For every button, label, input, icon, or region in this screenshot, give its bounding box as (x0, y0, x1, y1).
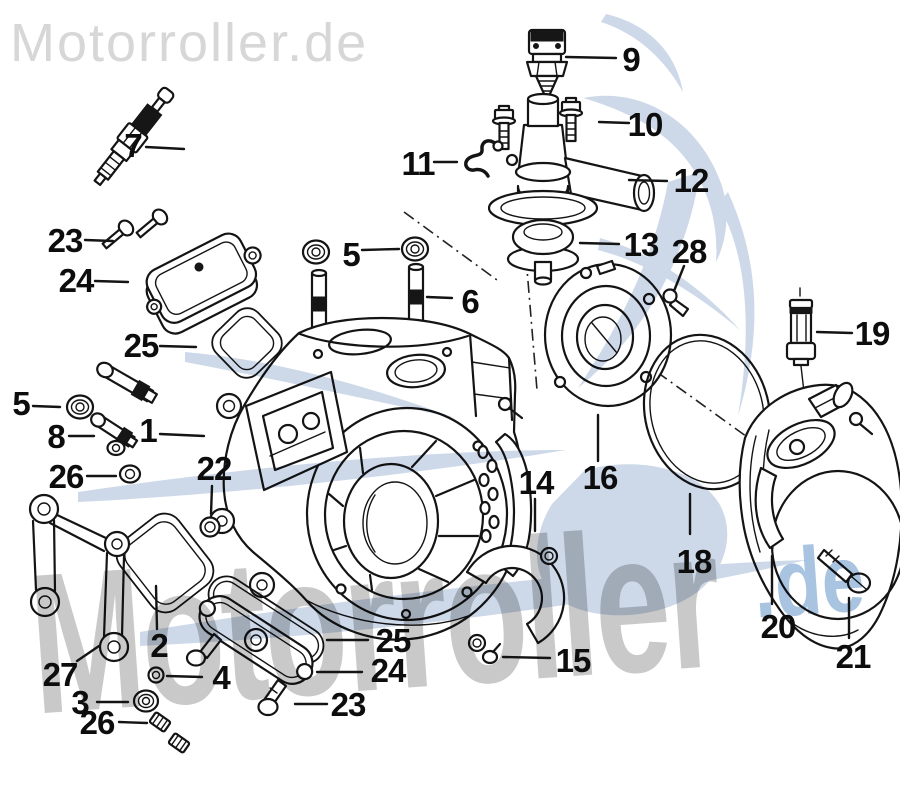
leader-line-23-7 (83, 238, 115, 243)
dowels-26-lower (148, 711, 191, 754)
wire-clamp (464, 139, 504, 178)
leader-line-25-9 (158, 344, 198, 349)
bolt-pair-23-top (101, 208, 169, 250)
leader-line-22-17 (209, 484, 214, 516)
leader-line-24-8 (93, 279, 130, 284)
seal-ring-22 (199, 516, 221, 538)
leader-line-6-11 (425, 295, 454, 300)
leader-line-1-15 (158, 432, 206, 438)
leader-line-4-23 (165, 674, 204, 679)
leader-line-10-2 (597, 120, 631, 125)
leader-line-2-22 (154, 584, 159, 631)
leader-line-27-21 (75, 644, 101, 663)
spark-plug (93, 86, 175, 186)
thermostat (506, 218, 580, 286)
leader-line-7-0 (144, 145, 186, 151)
valve-cover (145, 232, 262, 335)
nut-3 (132, 689, 160, 713)
bolt-pair-10 (491, 96, 584, 151)
leader-line-9-1 (564, 55, 618, 60)
stud-bolts-8 (90, 361, 158, 449)
leader-line-13-5 (578, 241, 621, 246)
washer-4 (147, 666, 165, 684)
leader-line-28-6 (672, 264, 686, 293)
flange-nuts-5 (65, 236, 430, 420)
mount-bracket (28, 493, 131, 663)
bolt-21 (816, 548, 872, 594)
temp-sensor (525, 28, 569, 98)
leader-line-5-13 (31, 404, 62, 409)
leader-line-12-4 (627, 178, 669, 183)
leader-line-15-29 (501, 655, 552, 660)
leader-line-26-25 (117, 720, 149, 725)
leader-line-5-10 (360, 247, 401, 252)
leader-line-19-12 (815, 330, 854, 335)
pipe-fitting (785, 298, 817, 367)
